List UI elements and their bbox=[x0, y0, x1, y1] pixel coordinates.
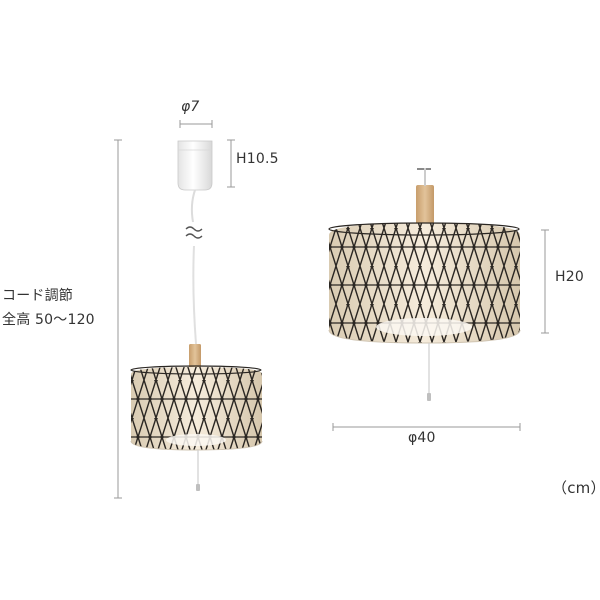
lamp-shade-small bbox=[130, 365, 263, 451]
canopy-diameter-label: φ7 bbox=[181, 99, 200, 115]
dimension-lines bbox=[114, 120, 549, 499]
canopy-height-label: H10.5 bbox=[236, 151, 279, 167]
ceiling-canopy bbox=[177, 140, 213, 191]
pendant-lamp-full bbox=[130, 140, 263, 491]
pull-chain-handle bbox=[196, 484, 200, 491]
pull-chain-handle-large bbox=[427, 393, 431, 401]
unit-label: （cm） bbox=[552, 479, 600, 497]
diffuser-glow-large bbox=[376, 318, 472, 336]
power-cord-upper bbox=[190, 189, 196, 223]
cord-adjust-label: コード調節 bbox=[2, 288, 73, 304]
shade-height-label: H20 bbox=[555, 269, 584, 285]
diffuser-glow bbox=[166, 434, 226, 446]
lamp-shade-large bbox=[328, 222, 521, 344]
total-height-label: 全高 50〜120 bbox=[2, 312, 95, 328]
pendant-lamp-shade bbox=[328, 168, 521, 401]
wood-connector bbox=[189, 344, 201, 369]
wavy-break-icon bbox=[185, 226, 203, 239]
power-cord-lower bbox=[192, 245, 197, 345]
shade-diameter-label: φ40 bbox=[408, 430, 436, 446]
